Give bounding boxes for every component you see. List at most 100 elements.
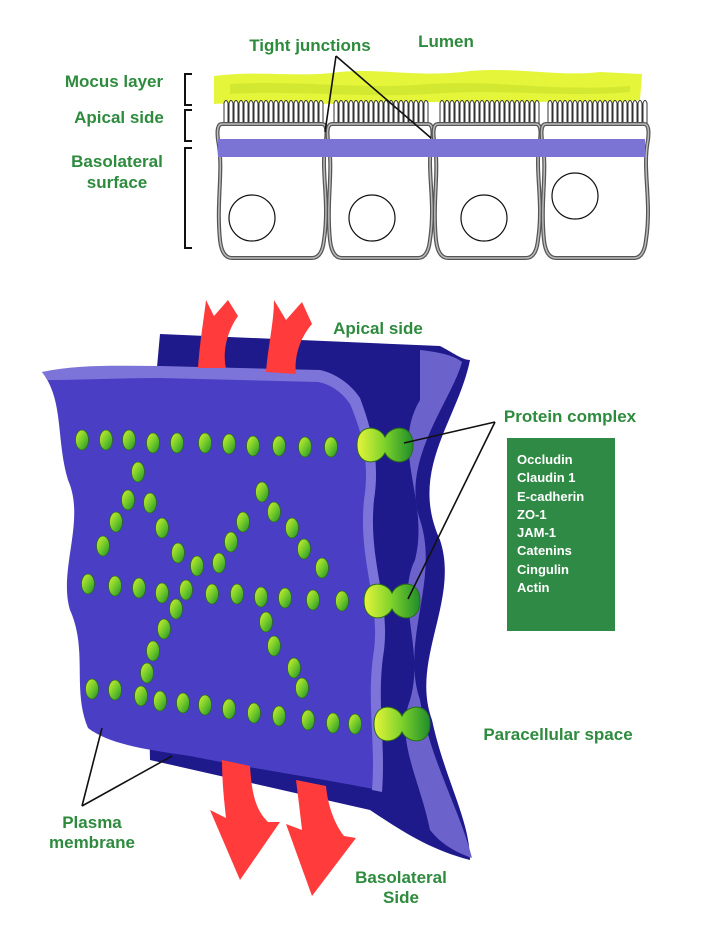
- nucleus: [551, 172, 599, 220]
- protein-dot: [198, 432, 212, 454]
- protein-dot: [326, 712, 340, 734]
- tight-junction-pointers: [324, 55, 432, 139]
- microvillus: [243, 100, 249, 124]
- protein-dot: [254, 586, 268, 608]
- microvillus: [464, 100, 470, 124]
- microvillus: [617, 100, 623, 124]
- protein-dot: [236, 511, 250, 533]
- tight-junctions-label: Tight junctions: [249, 36, 371, 55]
- basolateral-surface-label-line2: surface: [87, 173, 147, 192]
- microvillus: [469, 100, 475, 124]
- microvillus: [383, 100, 389, 124]
- protein-dot: [278, 587, 292, 609]
- apical-arrow-2: [266, 300, 312, 374]
- microvillus: [333, 100, 339, 124]
- protein-dot: [222, 698, 236, 720]
- protein-dot: [246, 435, 260, 457]
- protein-dot: [267, 635, 281, 657]
- microvillus: [313, 100, 319, 124]
- protein-complex-label: Protein complex: [504, 407, 637, 426]
- microvillus: [607, 100, 613, 124]
- microvillus: [268, 100, 274, 124]
- microvillus: [343, 100, 349, 124]
- plasma-membrane-label-line1: Plasma: [62, 813, 122, 832]
- protein-list-item: Claudin 1: [517, 470, 576, 486]
- protein-dot: [267, 501, 281, 523]
- microvillus: [388, 100, 394, 124]
- protein-dot: [272, 705, 286, 727]
- protein-dot: [247, 702, 261, 724]
- protein-dot: [169, 598, 183, 620]
- protein-dot: [212, 552, 226, 574]
- microvillus: [273, 100, 279, 124]
- protein-dot: [85, 678, 99, 700]
- basolateral-arrow-2: [286, 780, 356, 896]
- membrane-3d-view: Apical side Protein complex Paracellular…: [42, 300, 637, 907]
- protein-dot: [134, 685, 148, 707]
- protein-dot: [259, 611, 273, 633]
- protein-dot: [109, 511, 123, 533]
- protein-dot: [99, 429, 113, 451]
- protein-list-item: Catenins: [517, 543, 572, 559]
- protein-dot: [153, 690, 167, 712]
- protein-list-box: Occludin Claudin 1 E-cadherin ZO-1 JAM-1…: [507, 438, 615, 631]
- protein-dot: [176, 692, 190, 714]
- epithelium-cross-section: Tight junctions Lumen Mocus layer Apical…: [65, 32, 651, 260]
- microvillus: [258, 100, 264, 124]
- protein-complex-pointers: [403, 421, 496, 600]
- protein-dot: [171, 542, 185, 564]
- apical-side-label-bottom: Apical side: [333, 319, 423, 338]
- apical-arrows: [198, 300, 312, 374]
- nucleus: [348, 194, 396, 242]
- microvillus: [479, 100, 485, 124]
- microvillus: [459, 100, 465, 124]
- protein-dot: [287, 657, 301, 679]
- microvillus: [444, 100, 450, 124]
- microvillus: [293, 100, 299, 124]
- microvillus: [622, 100, 628, 124]
- microvillus: [378, 100, 384, 124]
- protein-list-item: E-cadherin: [517, 488, 585, 504]
- microvillus: [602, 100, 608, 124]
- microvillus: [642, 100, 648, 124]
- protein-list-item: Occludin: [517, 452, 573, 467]
- protein-dot: [122, 429, 136, 451]
- protein-dot: [170, 432, 184, 454]
- protein-list-item: Actin: [517, 580, 550, 596]
- microvillus: [524, 100, 530, 124]
- protein-list-item: Cingulin: [517, 561, 569, 577]
- protein-dot: [324, 436, 338, 458]
- microvillus: [368, 100, 374, 124]
- microvillus: [567, 100, 573, 124]
- microvillus: [587, 100, 593, 124]
- microvillus: [408, 100, 414, 124]
- protein-dot: [301, 709, 315, 731]
- microvillus: [627, 100, 633, 124]
- protein-dot: [255, 481, 269, 503]
- microvillus: [592, 100, 598, 124]
- microvillus: [308, 100, 314, 124]
- microvillus: [449, 100, 455, 124]
- microvillus: [529, 100, 535, 124]
- plasma-membrane-pointers: [81, 727, 173, 807]
- microvillus: [499, 100, 505, 124]
- microvillus: [353, 100, 359, 124]
- basolateral-arrow-1: [210, 760, 280, 880]
- paracellular-space-label: Paracellular space: [483, 725, 632, 744]
- microvillus: [474, 100, 480, 124]
- basolateral-side-label-line1: Basolateral: [355, 868, 447, 887]
- mucus-layer-label: Mocus layer: [65, 72, 164, 91]
- protein-dot: [297, 538, 311, 560]
- basolateral-surface-label-line1: Basolateral: [71, 152, 163, 171]
- microvillus: [423, 100, 429, 124]
- bracket-apical-side: [184, 109, 192, 142]
- protein-dot: [335, 590, 349, 612]
- protein-dot: [143, 492, 157, 514]
- microvillus: [534, 100, 540, 124]
- protein-complexes: [356, 427, 431, 742]
- microvillus: [393, 100, 399, 124]
- microvillus: [439, 100, 445, 124]
- microvillus: [504, 100, 510, 124]
- microvillus: [547, 100, 553, 124]
